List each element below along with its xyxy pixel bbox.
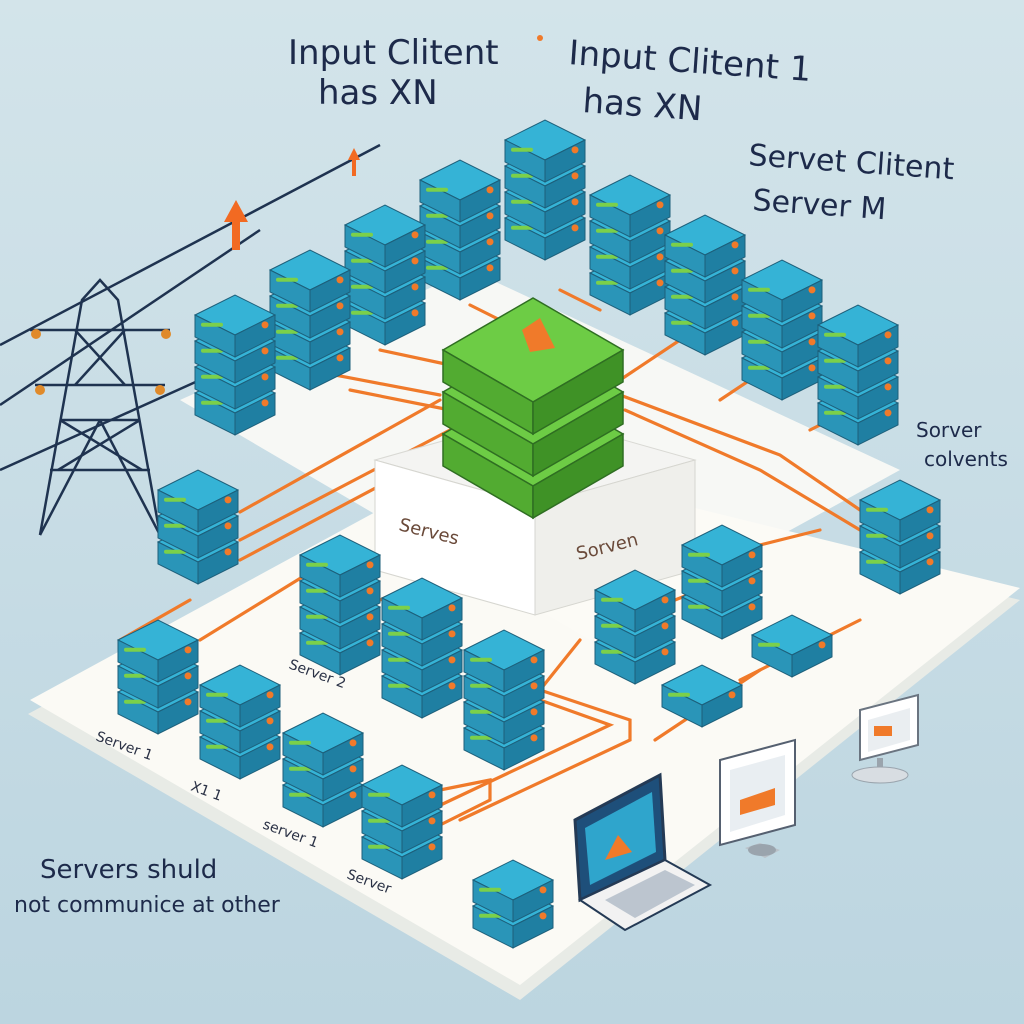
server-rack xyxy=(281,712,365,828)
server-rack xyxy=(156,469,240,585)
central-green-server xyxy=(441,297,625,520)
server-convents-line1: Sorver xyxy=(916,418,982,442)
server-convents-line2: colvents xyxy=(924,447,1008,471)
server-racks xyxy=(116,119,942,949)
server-rack xyxy=(588,174,672,316)
server-rack xyxy=(740,259,824,401)
server-rack xyxy=(360,764,444,880)
server-rack xyxy=(380,577,464,719)
server-rack xyxy=(660,664,744,728)
server-rack xyxy=(462,629,546,771)
server-rack xyxy=(198,664,282,780)
arrow-up-icon xyxy=(224,148,360,250)
monitor-icon xyxy=(719,738,796,858)
input-client-b-line2: has XN xyxy=(581,81,703,129)
green-server-logo-icon xyxy=(522,318,555,352)
server-rack xyxy=(268,249,352,391)
server-rack xyxy=(116,619,200,735)
power-tower-icon xyxy=(0,143,381,536)
power-insulator-icons xyxy=(31,329,171,395)
server-rack xyxy=(471,859,555,949)
input-client-a-line1: Input Clitent xyxy=(288,33,499,73)
input-client-a-line2: has XN xyxy=(318,73,438,113)
server-rack xyxy=(663,214,747,356)
server-rack xyxy=(193,294,277,436)
server-rack xyxy=(858,479,942,595)
servers-note-line2: not communice at other xyxy=(14,893,281,918)
server-rack xyxy=(593,569,677,685)
server-rack xyxy=(750,614,834,678)
servers-note-line1: Servers shuld xyxy=(40,855,217,885)
server-rack xyxy=(418,159,502,301)
server-rack xyxy=(298,534,382,676)
server-rack xyxy=(343,204,427,346)
server-rack xyxy=(503,119,587,261)
server-rack xyxy=(680,524,764,640)
laptop-icon xyxy=(573,772,713,932)
dot-marker xyxy=(537,35,543,41)
server-rack xyxy=(816,304,900,446)
monitor-small-icon xyxy=(851,693,919,784)
